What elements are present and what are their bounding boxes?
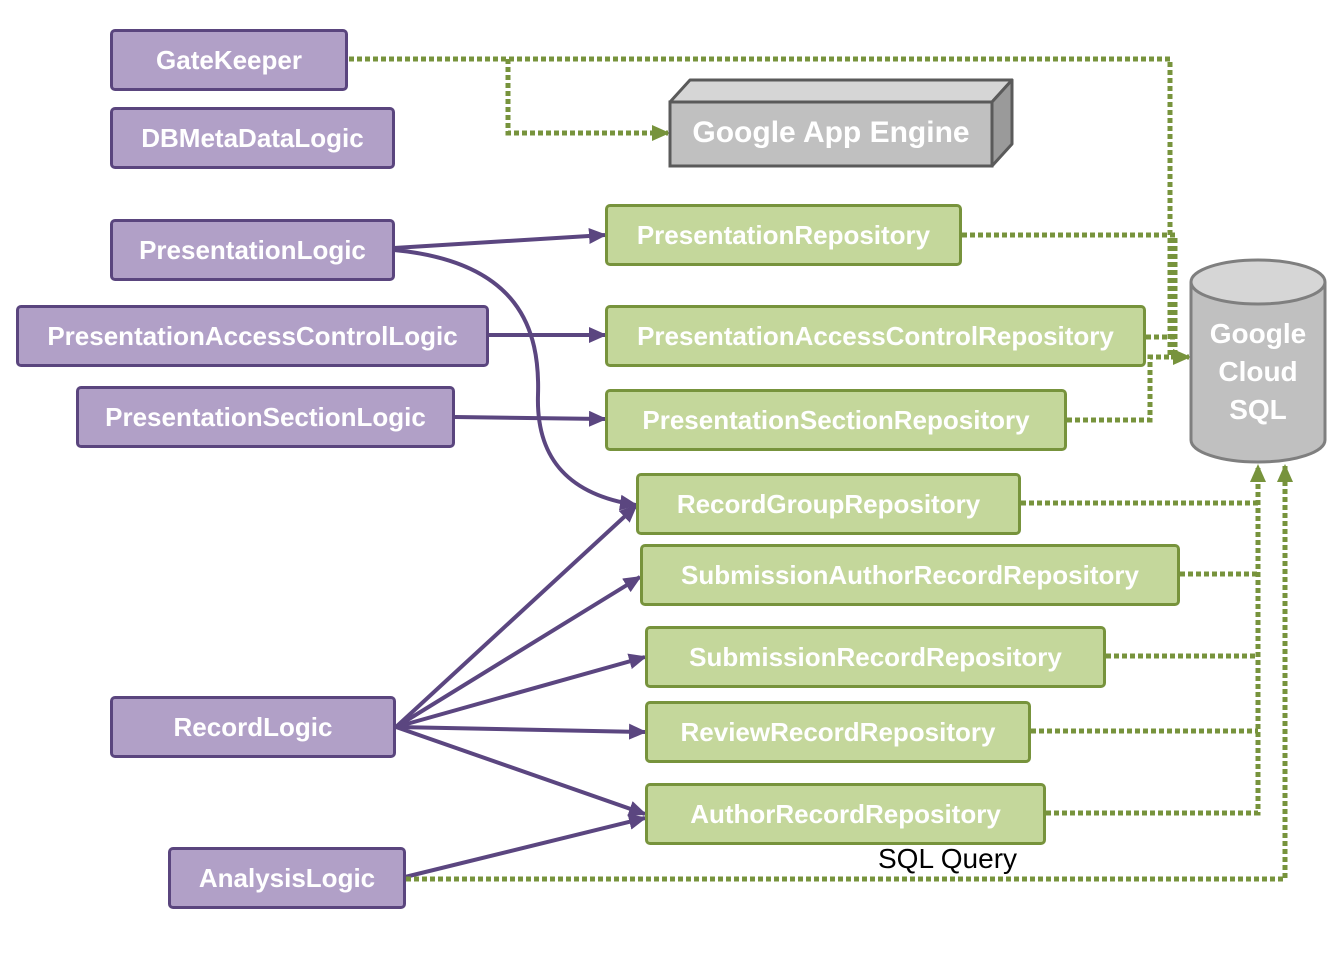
analysis-logic-label: AnalysisLogic bbox=[198, 862, 376, 893]
gatekeeper-box[interactable]: GateKeeper bbox=[110, 29, 348, 91]
presentation-access-control-logic-label: PresentationAccessControlLogic bbox=[47, 320, 458, 351]
analysis-logic-box[interactable]: AnalysisLogic bbox=[168, 847, 406, 909]
db-meta-data-logic-box[interactable]: DBMetaDataLogic bbox=[110, 107, 395, 169]
dotted-line-gatekeeper-to-cloud-sql bbox=[349, 56, 1191, 365]
submission-record-repository-label: SubmissionRecordRepository bbox=[689, 641, 1062, 672]
presentation-section-repository-box[interactable]: PresentationSectionRepository bbox=[605, 389, 1067, 451]
submission-author-record-repository-label: SubmissionAuthorRecordRepository bbox=[681, 559, 1139, 590]
dotted-line-author-record-repository bbox=[1046, 464, 1266, 816]
db-meta-data-logic-label: DBMetaDataLogic bbox=[141, 122, 364, 153]
record-group-repository-box[interactable]: RecordGroupRepository bbox=[636, 473, 1021, 535]
author-record-repository-box[interactable]: AuthorRecordRepository bbox=[645, 783, 1046, 845]
cloud-sql-label: Google Cloud SQL bbox=[1193, 312, 1323, 432]
cloud-sql-label-line-2: Cloud bbox=[1218, 356, 1298, 387]
dotted-line-analysis-logic-to-cloud-sql bbox=[406, 464, 1293, 882]
presentation-section-logic-box[interactable]: PresentationSectionLogic bbox=[76, 386, 455, 448]
presentation-access-control-repository-label: PresentationAccessControlRepository bbox=[637, 320, 1114, 351]
dotted-line-gatekeeper-to-app-engine bbox=[505, 59, 670, 141]
record-logic-label: RecordLogic bbox=[173, 711, 333, 742]
dotted-line-section-repository bbox=[1067, 354, 1175, 423]
presentation-access-control-repository-box[interactable]: PresentationAccessControlRepository bbox=[605, 305, 1146, 367]
arrow-presentation-logic-to-presentation-repository bbox=[393, 227, 607, 250]
arrow-analysis-logic-to-author-record-repository bbox=[404, 814, 647, 879]
presentation-repository-label: PresentationRepository bbox=[636, 219, 931, 250]
arrow-section-logic-to-section-repository bbox=[454, 410, 607, 427]
author-record-repository-label: AuthorRecordRepository bbox=[690, 798, 1001, 829]
arrow-record-logic-to-submission-author-record-repository bbox=[394, 575, 642, 729]
presentation-repository-box[interactable]: PresentationRepository bbox=[605, 204, 962, 266]
arrow-record-logic-to-review-record-repository bbox=[395, 723, 647, 740]
arrow-record-logic-to-submission-record-repository bbox=[395, 653, 647, 729]
presentation-logic-box[interactable]: PresentationLogic bbox=[110, 219, 395, 281]
presentation-section-logic-label: PresentationSectionLogic bbox=[105, 401, 426, 432]
cloud-sql-label-line-1: Google bbox=[1209, 318, 1307, 349]
app-engine-label: Google App Engine bbox=[692, 116, 970, 149]
review-record-repository-label: ReviewRecordRepository bbox=[680, 716, 996, 747]
cloud-sql-label-line-3: SQL bbox=[1229, 394, 1287, 425]
record-group-repository-label: RecordGroupRepository bbox=[676, 488, 981, 519]
presentation-logic-label: PresentationLogic bbox=[139, 234, 366, 265]
arrow-presentation-logic-to-record-group-repository bbox=[393, 248, 638, 511]
arrow-record-logic-to-author-record-repository bbox=[395, 725, 647, 817]
record-logic-box[interactable]: RecordLogic bbox=[110, 696, 396, 758]
review-record-repository-box[interactable]: ReviewRecordRepository bbox=[645, 701, 1031, 763]
presentation-section-repository-label: PresentationSectionRepository bbox=[642, 404, 1030, 435]
submission-author-record-repository-box[interactable]: SubmissionAuthorRecordRepository bbox=[640, 544, 1180, 606]
gatekeeper-label: GateKeeper bbox=[156, 44, 302, 75]
submission-record-repository-box[interactable]: SubmissionRecordRepository bbox=[645, 626, 1106, 688]
presentation-access-control-logic-box[interactable]: PresentationAccessControlLogic bbox=[16, 305, 489, 367]
sql-query-caption: SQL Query bbox=[878, 843, 1018, 874]
dotted-line-presentation-repository bbox=[962, 232, 1178, 357]
arrow-record-logic-to-record-group-repository bbox=[394, 504, 638, 729]
